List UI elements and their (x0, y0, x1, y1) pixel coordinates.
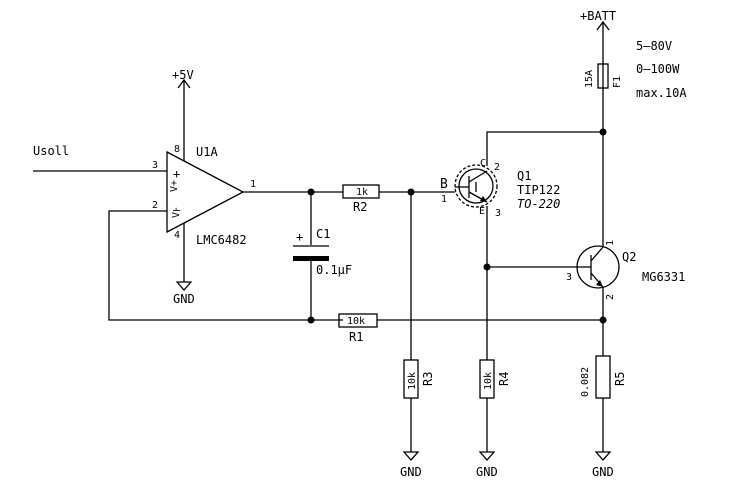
opamp-pin2-label: 2 (152, 200, 158, 211)
feedback-wire (108, 210, 343, 321)
q1-pin1-label: 1 (441, 194, 447, 205)
spec-power: 0–100W (636, 62, 680, 76)
opamp-gnd-symbol (175, 281, 193, 291)
opamp-pin1-label: 1 (250, 179, 256, 190)
opamp-vminus-label: V- (171, 206, 182, 218)
transistor-q2[interactable] (576, 245, 620, 289)
q2-value-label: MG6331 (642, 270, 685, 284)
gnd-symbol (478, 451, 496, 461)
gnd-label: GND (476, 465, 498, 479)
q1-pin2-label: 2 (494, 162, 500, 173)
batt-arrow (596, 20, 610, 31)
q1-collector-label: C (480, 158, 486, 169)
c1-plus-sign: + (296, 230, 303, 244)
opamp-u1a[interactable]: + – V+ V- (166, 150, 245, 234)
spec-current: max.10A (636, 86, 687, 100)
r2-value-label: 1k (356, 187, 368, 198)
r1-ref-label: R1 (349, 330, 363, 344)
q2-pin3-label: 3 (566, 272, 572, 283)
opamp-pin3-label: 3 (152, 160, 158, 171)
usoll-label: Usoll (33, 144, 69, 158)
q1-ref-label: Q1 (517, 169, 531, 183)
opamp-gnd-label: GND (173, 292, 195, 306)
f1-value-label: 15A (584, 70, 595, 88)
r4-ref-label: R4 (497, 372, 511, 386)
r3-ref-label: R3 (421, 372, 435, 386)
gnd-label: GND (592, 465, 614, 479)
q2-ref-label: Q2 (622, 250, 636, 264)
r5-value-label: 0.082 (580, 367, 591, 397)
c1-ref-label: C1 (316, 227, 330, 241)
gnd-symbol (402, 451, 420, 461)
q2-pin1-label: 1 (605, 240, 616, 246)
plus5v-label: +5V (172, 68, 194, 82)
r5-ref-label: R5 (613, 372, 627, 386)
r3-value-label: 10k (407, 372, 418, 390)
c1-value-label: 0.1µF (316, 263, 352, 277)
opamp-pin8-label: 8 (174, 144, 180, 155)
gnd-symbol (594, 451, 612, 461)
q1-pin3-label: 3 (495, 208, 501, 219)
resistor-r5[interactable] (595, 355, 611, 399)
q1-package-label: TO-220 (517, 197, 560, 211)
f1-ref-label: F1 (612, 76, 623, 88)
r2-ref-label: R2 (353, 200, 367, 214)
r1-value-label: 10k (347, 316, 365, 327)
opamp-value-label: LMC6482 (196, 233, 247, 247)
q1-value-label: TIP122 (517, 183, 560, 197)
gnd-label: GND (400, 465, 422, 479)
spec-voltage: 5–80V (636, 39, 672, 53)
opamp-plus-sign: + (173, 167, 180, 181)
q1-emitter-label: E (479, 206, 485, 217)
c1-plate-bottom[interactable] (293, 256, 329, 261)
batt-label: +BATT (580, 9, 616, 23)
opamp-vplus-label: V+ (169, 180, 180, 192)
q1-base-label: B (440, 177, 448, 192)
q2-pin2-label: 2 (605, 294, 616, 300)
r4-value-label: 10k (483, 372, 494, 390)
transistor-q1[interactable] (454, 164, 498, 208)
q1-collector-wire (486, 131, 603, 166)
plus5v-arrow (177, 78, 191, 89)
opamp-minus-sign: – (173, 203, 181, 217)
opamp-pin4-label: 4 (174, 230, 180, 241)
opamp-ref-label: U1A (196, 145, 218, 159)
